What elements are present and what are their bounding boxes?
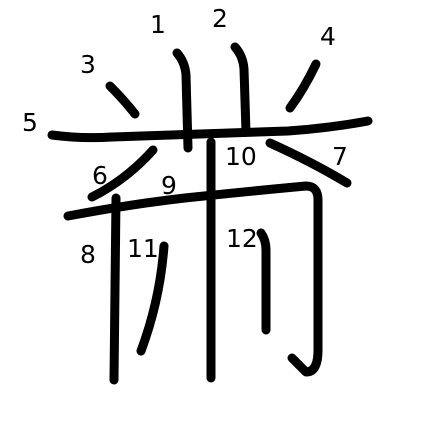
- stroke-number-2: 2: [212, 4, 228, 33]
- stroke-number-11: 11: [127, 234, 159, 263]
- stroke-6: [87, 145, 158, 202]
- stroke-11: [136, 241, 169, 356]
- stroke-number-1: 1: [150, 10, 166, 39]
- stroke-number-3: 3: [80, 50, 96, 79]
- stroke-12: [256, 228, 271, 335]
- stroke-7: [265, 138, 352, 188]
- stroke-8: [109, 193, 121, 385]
- stroke-3: [105, 81, 140, 119]
- stroke-2: [230, 42, 251, 137]
- stroke-number-8: 8: [80, 240, 96, 269]
- stroke-number-4: 4: [320, 22, 336, 51]
- stroke-5: [47, 116, 373, 143]
- stroke-number-9: 9: [161, 171, 177, 200]
- stroke-number-5: 5: [22, 108, 38, 137]
- stroke-number-12: 12: [226, 224, 258, 253]
- stroke-4: [285, 59, 321, 113]
- stroke-number-7: 7: [332, 142, 348, 171]
- stroke-number-6: 6: [92, 161, 108, 190]
- stroke-1: [172, 48, 193, 153]
- stroke-number-labels: 1 2 3 4 5 6 7 8 9 10 11 12: [22, 4, 348, 269]
- character-strokes: [47, 42, 373, 385]
- stroke-9: [63, 181, 323, 377]
- stroke-number-10: 10: [225, 142, 257, 171]
